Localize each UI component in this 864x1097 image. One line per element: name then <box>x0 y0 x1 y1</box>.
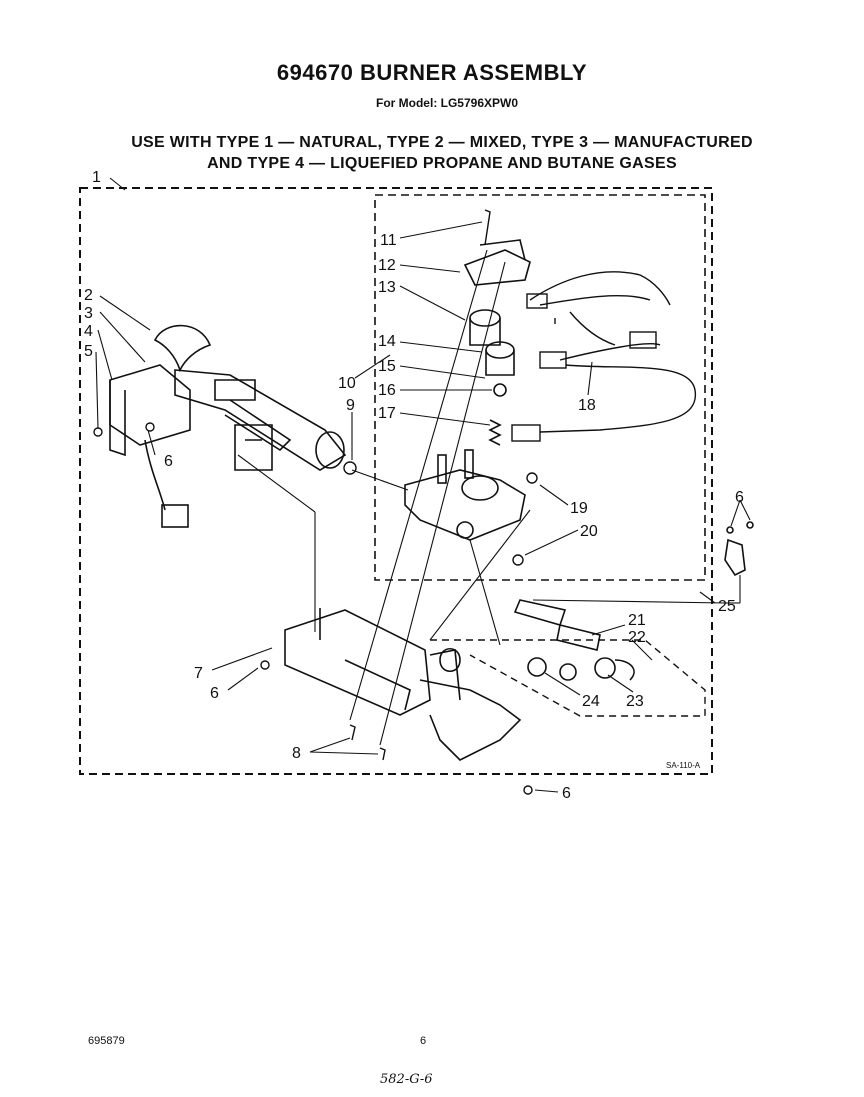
orifice-parts <box>513 521 754 681</box>
instructions-line-2: AND TYPE 4 — LIQUEFIED PROPANE AND BUTAN… <box>207 155 677 172</box>
page-number: 6 <box>420 1035 427 1047</box>
callout-6-left: 6 <box>164 453 173 470</box>
callout-17: 17 <box>378 405 396 422</box>
callout-4: 4 <box>84 323 93 340</box>
callout-1: 1 <box>92 169 101 186</box>
callout-6-base: 6 <box>210 685 219 702</box>
callout-25: 25 <box>718 598 736 615</box>
callout-24: 24 <box>582 693 600 710</box>
callout-14: 14 <box>378 333 396 350</box>
valve-boundary <box>374 194 706 581</box>
callout-22: 22 <box>628 629 646 646</box>
callout-6-right: 6 <box>735 489 744 506</box>
base-bracket-part <box>284 608 522 761</box>
wiring-harness-part <box>511 271 697 442</box>
callout-23: 23 <box>626 693 644 710</box>
leader-lines <box>95 177 751 793</box>
callout-5: 5 <box>84 343 93 360</box>
assembly-boundary <box>79 187 713 775</box>
callout-15: 15 <box>378 358 396 375</box>
burner-tube-part <box>153 324 347 471</box>
callout-20: 20 <box>580 523 598 540</box>
bracket-part <box>109 364 191 528</box>
screws <box>93 209 538 795</box>
callout-21: 21 <box>628 612 646 629</box>
callout-13: 13 <box>378 279 396 296</box>
callout-8: 8 <box>292 745 301 762</box>
page-title: 694670 BURNER ASSEMBLY <box>276 60 588 85</box>
model-label: For Model: LG5796XPW0 <box>375 96 519 110</box>
mounting-plate-part <box>234 424 273 471</box>
instructions-line-1: USE WITH TYPE 1 — NATURAL, TYPE 2 — MIXE… <box>131 134 753 151</box>
document-number: 695879 <box>88 1035 125 1047</box>
callout-12: 12 <box>378 257 396 274</box>
callout-10: 10 <box>338 375 356 392</box>
orifice-kit-boundary <box>430 639 706 717</box>
callout-6-bottom: 6 <box>562 785 571 802</box>
callout-11: 11 <box>380 232 397 249</box>
callout-2: 2 <box>84 287 93 304</box>
callout-16: 16 <box>378 382 396 399</box>
callout-3: 3 <box>84 305 93 322</box>
callout-19: 19 <box>570 500 588 517</box>
callout-9: 9 <box>346 397 355 414</box>
gas-valve-part <box>404 239 531 541</box>
figure-code: SA-110-A <box>666 761 701 770</box>
callout-7: 7 <box>194 665 203 682</box>
handwritten-note: 582-G-6 <box>380 1072 433 1087</box>
callout-18: 18 <box>578 397 596 414</box>
